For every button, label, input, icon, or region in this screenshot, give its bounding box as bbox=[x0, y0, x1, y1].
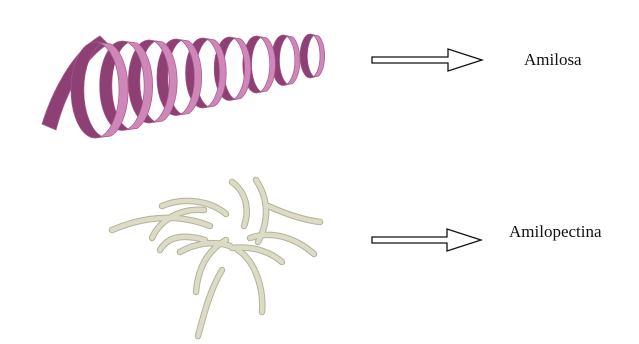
amylose-label: Amilosa bbox=[524, 50, 582, 70]
amylopectin-label: Amilopectina bbox=[509, 222, 602, 242]
hollow-right-arrow-icon bbox=[372, 229, 481, 251]
amylopectin-branched-strands-icon bbox=[112, 180, 320, 336]
amylose-helix-ribbon-icon bbox=[42, 34, 325, 138]
hollow-right-arrow-icon bbox=[372, 49, 482, 71]
